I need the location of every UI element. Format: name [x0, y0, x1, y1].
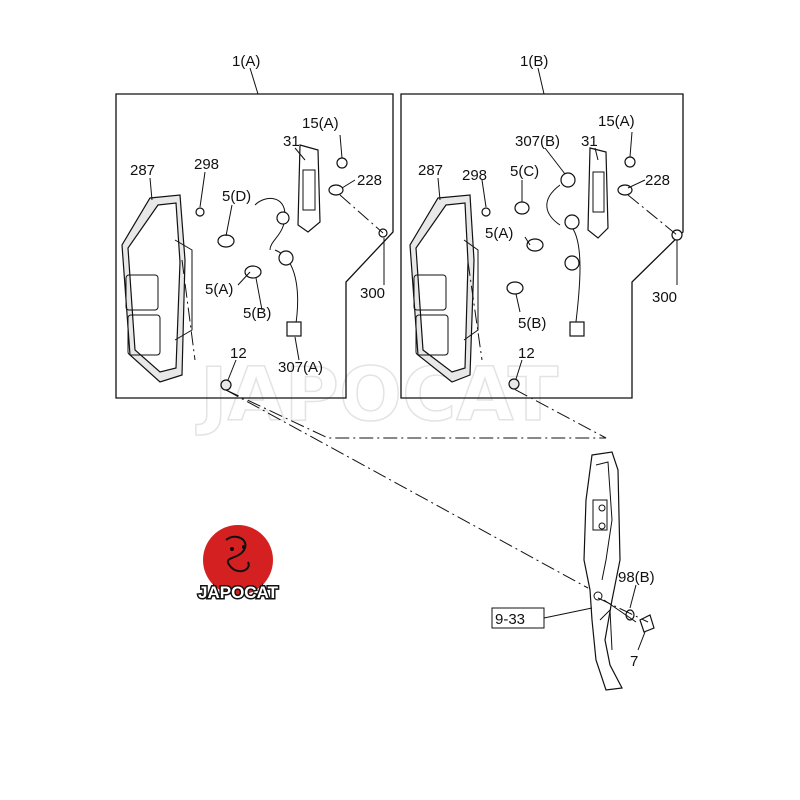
label-a-31: 31 — [283, 133, 300, 150]
logo-mark-icon — [225, 535, 250, 573]
japocat-logo: JAPOCAT — [197, 525, 280, 604]
label-1b: 1(B) — [520, 53, 548, 70]
socket-harness-a — [195, 144, 388, 337]
tail-lamp-b — [409, 194, 479, 383]
label-b-300: 300 — [652, 289, 677, 306]
label-b-15a: 15(A) — [598, 113, 635, 130]
label-a-12: 12 — [230, 345, 247, 362]
grommet-12-b — [508, 378, 520, 390]
watermark-text: JAPOCAT — [195, 352, 559, 438]
label-a-5d: 5(D) — [222, 188, 251, 205]
label-1a: 1(A) — [232, 53, 260, 70]
label-7: 7 — [630, 653, 638, 670]
label-b-228: 228 — [645, 172, 670, 189]
logo-circle — [203, 525, 273, 595]
label-98b: 98(B) — [618, 569, 655, 586]
body-pillar-panel — [583, 451, 623, 691]
label-a-307a: 307(A) — [278, 359, 323, 376]
grommet-12-a — [220, 379, 232, 391]
label-a-5b: 5(B) — [243, 305, 271, 322]
label-b-5a: 5(A) — [485, 225, 513, 242]
label-a-300: 300 — [360, 285, 385, 302]
label-b-5b: 5(B) — [518, 315, 546, 332]
label-b-287: 287 — [418, 162, 443, 179]
socket-harness-b — [481, 147, 683, 337]
washer-98b — [625, 584, 637, 621]
label-b-12: 12 — [518, 345, 535, 362]
label-a-228: 228 — [357, 172, 382, 189]
label-a-5a: 5(A) — [205, 281, 233, 298]
mount-link-lower — [225, 389, 589, 589]
label-ref-9-33: 9-33 — [495, 611, 525, 628]
label-b-5c: 5(C) — [510, 163, 539, 180]
label-a-287: 287 — [130, 162, 155, 179]
label-a-298: 298 — [194, 156, 219, 173]
label-b-298: 298 — [462, 167, 487, 184]
label-a-15a: 15(A) — [302, 115, 339, 132]
mount-link-upper — [225, 388, 607, 439]
tail-lamp-a — [121, 194, 193, 383]
panel-1a — [115, 67, 394, 399]
label-b-31: 31 — [581, 133, 598, 150]
logo-text: JAPOCAT — [198, 583, 279, 602]
panel-1b — [400, 67, 684, 399]
label-b-307b: 307(B) — [515, 133, 560, 150]
